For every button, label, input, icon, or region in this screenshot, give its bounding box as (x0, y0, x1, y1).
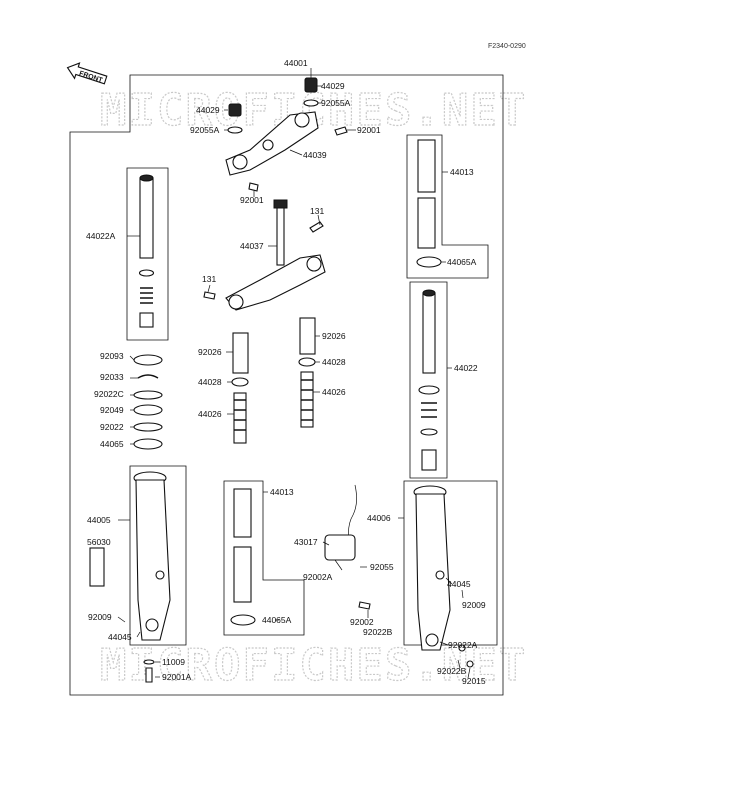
label-92009-left: 92009 (88, 612, 112, 622)
label-92001a: 92001A (162, 672, 192, 682)
front-arrow-icon: FRONT (66, 62, 108, 85)
part-labels: 44001 44029 92055A 44029 92055A 92001 44… (86, 58, 486, 686)
label-131-left: 131 (202, 274, 216, 284)
label-92022b: 92022B (363, 627, 393, 637)
label-92009-right: 92009 (462, 600, 486, 610)
label-44022a: 44022A (86, 231, 116, 241)
label-44022: 44022 (454, 363, 478, 373)
label-92033: 92033 (100, 372, 124, 382)
label-92001-bottom: 92001 (240, 195, 264, 205)
label-92093: 92093 (100, 351, 124, 361)
label-92022a: 92022A (448, 640, 478, 650)
center-right-damper (298, 317, 316, 428)
label-92026-left: 92026 (198, 347, 222, 357)
right-outer-tube (403, 480, 498, 668)
label-131-right: 131 (310, 206, 324, 216)
label-44013-bottom: 44013 (270, 487, 294, 497)
label-92022c: 92022C (94, 389, 124, 399)
label-44013-top: 44013 (450, 167, 474, 177)
center-lower-spring-group (223, 480, 305, 636)
label-43017: 43017 (294, 537, 318, 547)
left-seal-stack (133, 354, 163, 450)
left-inner-tube-group (126, 167, 169, 341)
label-92022: 92022 (100, 422, 124, 432)
label-92002: 92002 (350, 617, 374, 627)
label-44028-right: 44028 (322, 357, 346, 367)
left-washer (143, 659, 155, 665)
right-inner-tube-group (409, 281, 448, 479)
label-44006: 44006 (367, 513, 391, 523)
label-92015: 92015 (462, 676, 486, 686)
watermark-bottom: MICROFICHES.NET (100, 640, 527, 691)
label-44065: 44065 (100, 439, 124, 449)
label-44026-right: 44026 (322, 387, 346, 397)
label-11009: 11009 (162, 657, 185, 667)
left-drain-bolt (145, 667, 153, 683)
label-44029-right: 44029 (321, 81, 345, 91)
left-outer-tube (89, 465, 187, 646)
label-92049: 92049 (100, 405, 124, 415)
label-92022b-right: 92022B (437, 666, 467, 676)
label-44028-left: 44028 (198, 377, 222, 387)
label-44037: 44037 (240, 241, 264, 251)
label-44005: 44005 (87, 515, 111, 525)
label-92055: 92055 (370, 562, 394, 572)
label-44065a-top: 44065A (447, 257, 477, 267)
label-92026-right: 92026 (322, 331, 346, 341)
label-44045-left: 44045 (108, 632, 132, 642)
center-left-damper (231, 332, 249, 444)
label-44039: 44039 (303, 150, 327, 160)
label-92001-right: 92001 (357, 125, 381, 135)
outer-frame (69, 74, 504, 696)
label-92055a-right: 92055A (321, 98, 351, 108)
sensor-unit (324, 484, 371, 610)
leader-lines (117, 68, 471, 679)
label-56030: 56030 (87, 537, 111, 547)
lower-bracket-stem (203, 199, 326, 311)
right-upper-spring-group (406, 134, 489, 279)
label-92055a-left: 92055A (190, 125, 220, 135)
label-44001: 44001 (284, 58, 308, 68)
upper-bracket (225, 77, 348, 192)
label-44029-left: 44029 (196, 105, 220, 115)
label-92002a: 92002A (303, 572, 333, 582)
label-44065a-bottom: 44065A (262, 615, 292, 625)
label-44026-left: 44026 (198, 409, 222, 419)
diagram-code: F2340-0290 (488, 43, 526, 50)
label-44045-right: 44045 (447, 579, 471, 589)
